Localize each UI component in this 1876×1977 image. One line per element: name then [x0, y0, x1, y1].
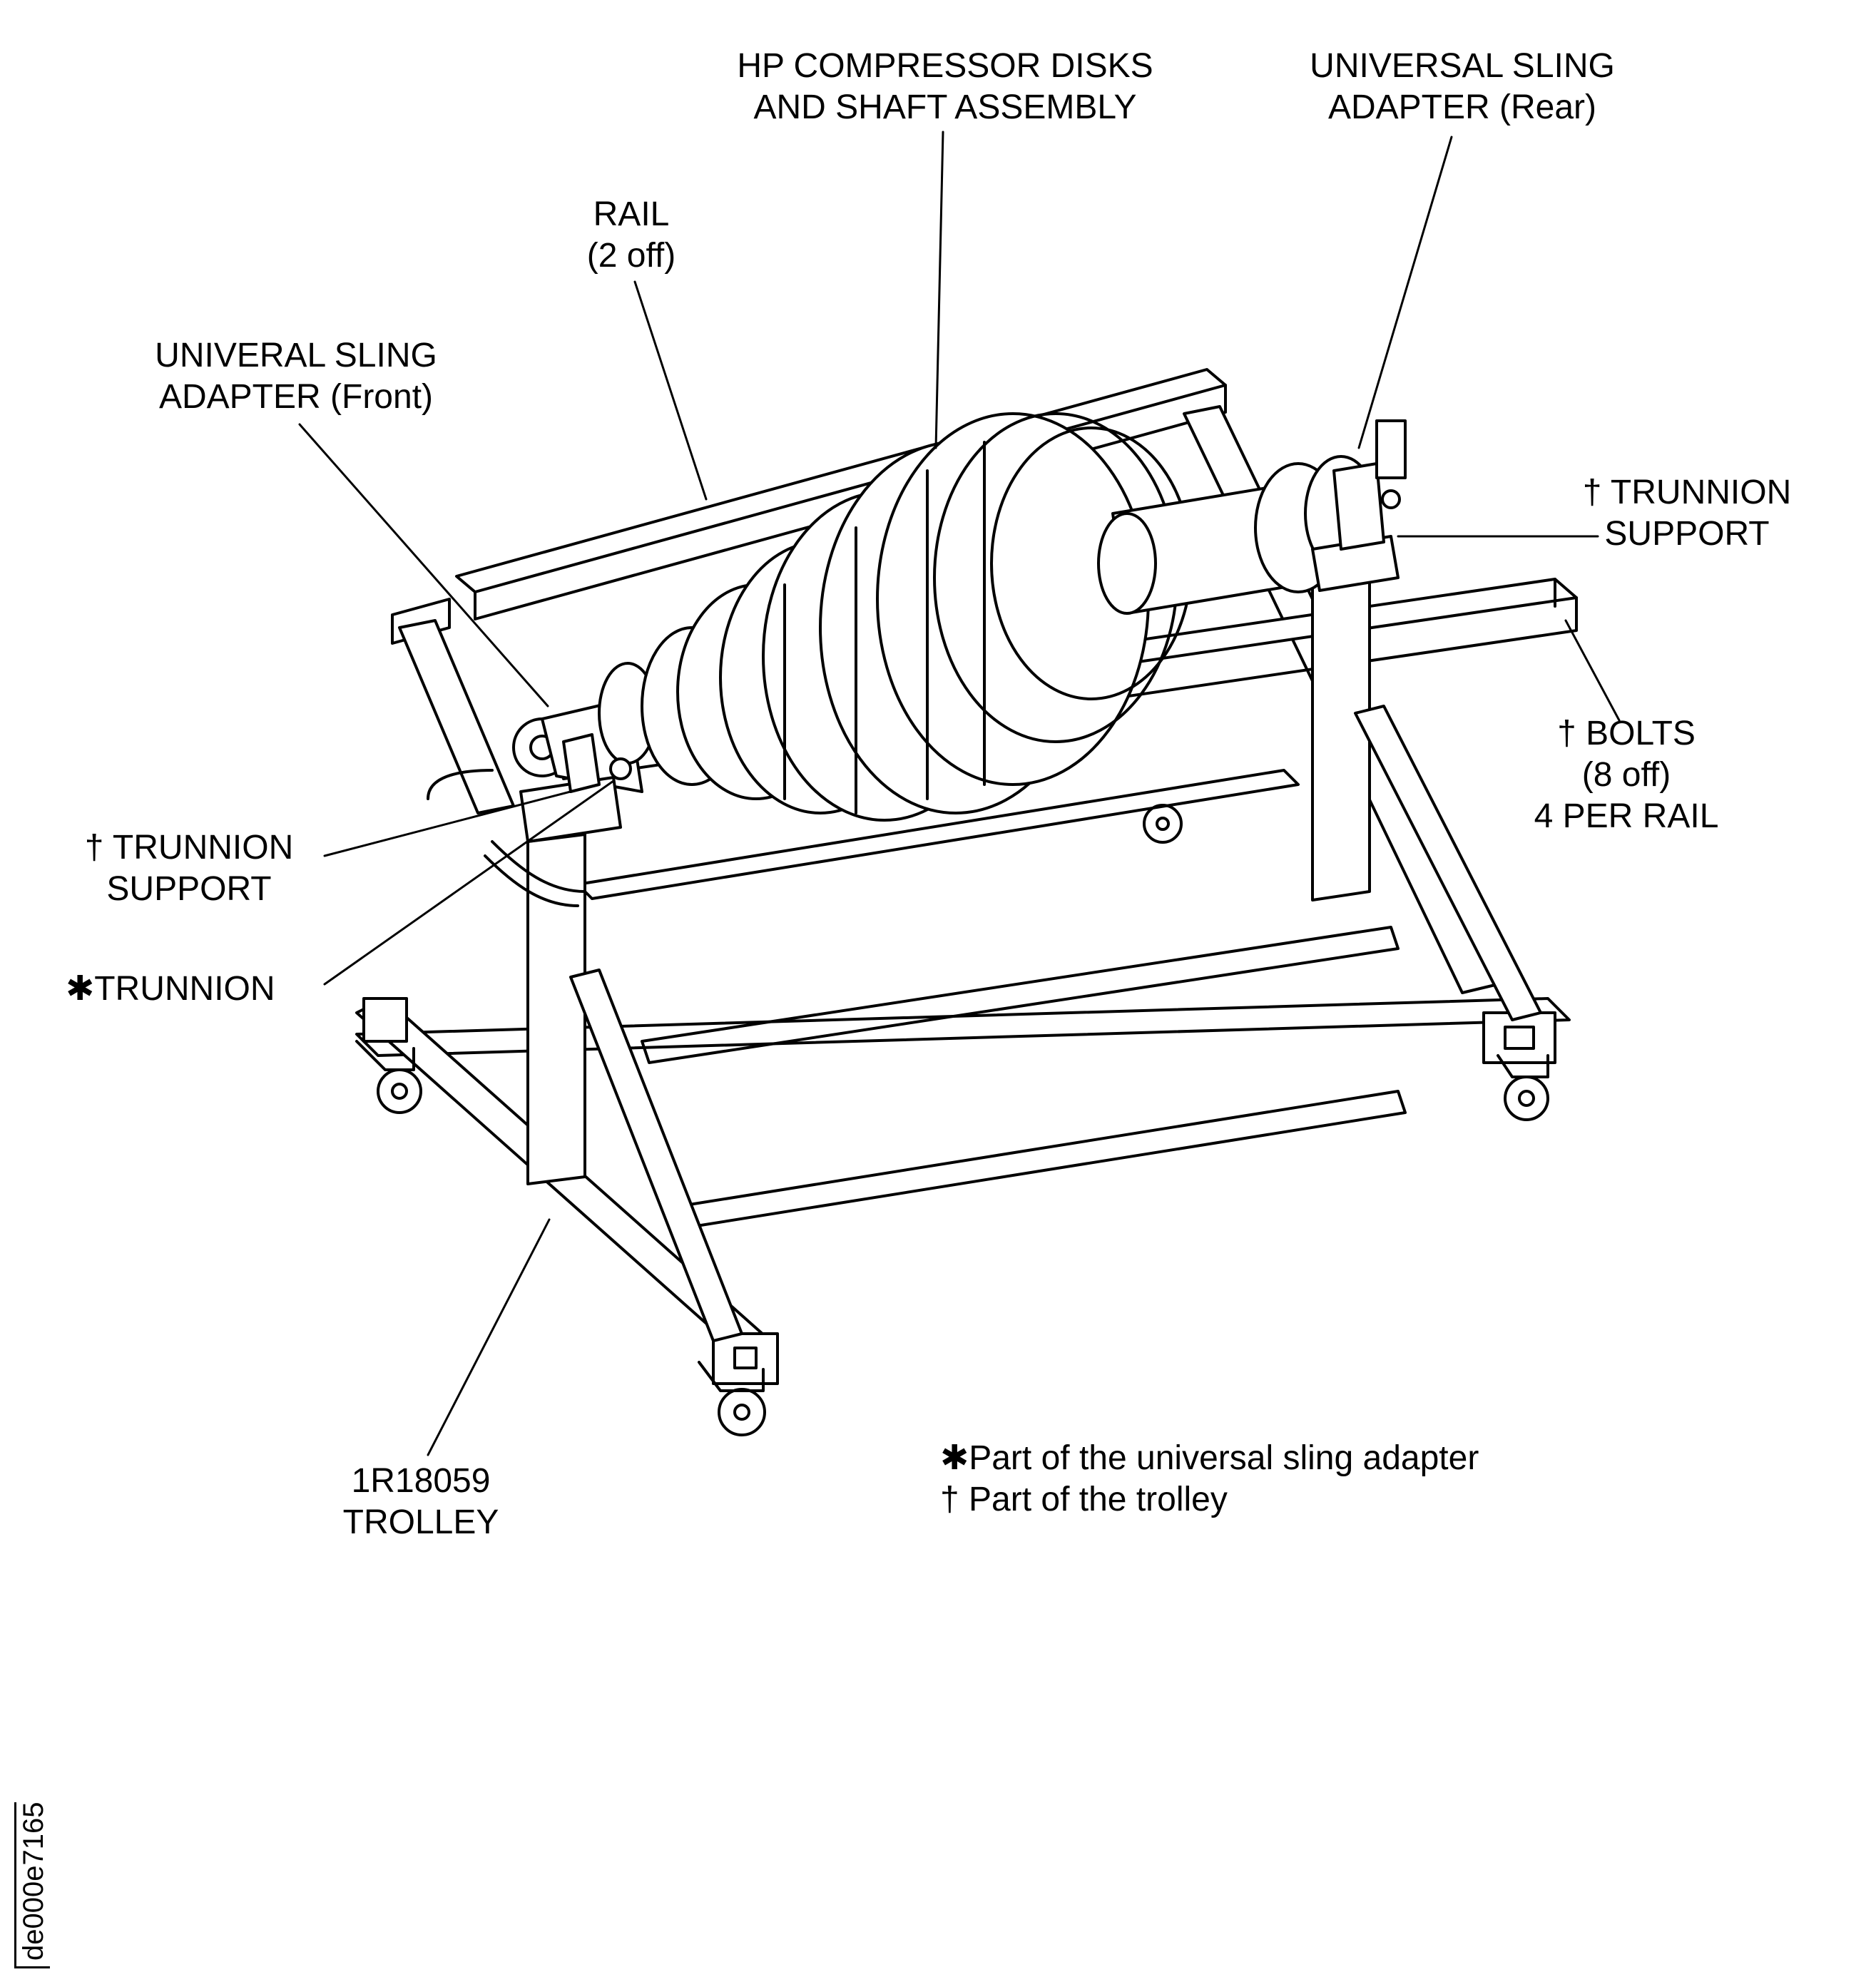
label-line: UNIVERAL SLING [155, 337, 437, 374]
front-left-upright [526, 833, 743, 1342]
label-trunnion-support-left: † TRUNNION SUPPORT [61, 827, 317, 910]
label-line: 4 PER RAIL [1534, 797, 1719, 835]
label-line: † TRUNNION [1582, 474, 1792, 511]
label-trunnion-support-right: † TRUNNION SUPPORT [1562, 472, 1812, 555]
label-line: ADAPTER (Rear) [1327, 88, 1597, 126]
leader-trunnion [323, 780, 615, 986]
front-right-upright [1311, 553, 1542, 1021]
label-line: (2 off) [586, 237, 676, 275]
label-line: HP COMPRESSOR DISKS [737, 47, 1153, 85]
leader-lines [298, 131, 1621, 1456]
leader-rail [633, 280, 708, 501]
figure-code: de000e7165 [14, 1802, 50, 1968]
label-line: SUPPORT [1604, 515, 1770, 553]
label-line: UNIVERSAL SLING [1310, 47, 1615, 85]
lower-cross-bar [576, 769, 1407, 1228]
legend-dagger-note: † Part of the trolley [940, 1481, 1228, 1518]
label-bolts: † BOLTS (8 off) 4 PER RAIL [1512, 713, 1740, 837]
label-line: AND SHAFT ASSEMBLY [753, 88, 1137, 126]
leader-hp-compressor [934, 131, 944, 449]
leader-sling-rear [1357, 136, 1453, 449]
legend-asterisk-note: ✱Part of the universal sling adapter [940, 1439, 1479, 1477]
label-hp-compressor: HP COMPRESSOR DISKS AND SHAFT ASSEMBLY [703, 46, 1188, 128]
leader-trunnion-support-left [323, 783, 599, 857]
legend-notes: ✱Part of the universal sling adapter † P… [940, 1438, 1479, 1521]
leader-trolley [427, 1218, 551, 1456]
label-line: ADAPTER (Front) [158, 378, 434, 416]
label-trunnion: ✱TRUNNION [66, 970, 275, 1008]
label-sling-front: UNIVERAL SLING ADAPTER (Front) [118, 335, 474, 418]
leader-bolts [1564, 619, 1621, 722]
label-line: TROLLEY [342, 1503, 499, 1541]
label-sling-rear: UNIVERSAL SLING ADAPTER (Rear) [1277, 46, 1648, 128]
label-trolley: 1R18059 TROLLEY [314, 1461, 528, 1543]
castor-wheels [355, 804, 1549, 1436]
label-line: (8 off) [1581, 756, 1671, 794]
leader-sling-front [298, 423, 549, 707]
label-line: † TRUNNION [84, 829, 294, 867]
label-line: RAIL [593, 195, 670, 233]
label-line: SUPPORT [106, 870, 272, 908]
compressor-rotor [512, 412, 1378, 822]
rear-trunnion-support [1311, 419, 1407, 592]
label-line: 1R18059 [351, 1462, 491, 1500]
label-rail: RAIL (2 off) [553, 194, 710, 277]
label-line: † BOLTS [1557, 715, 1696, 752]
